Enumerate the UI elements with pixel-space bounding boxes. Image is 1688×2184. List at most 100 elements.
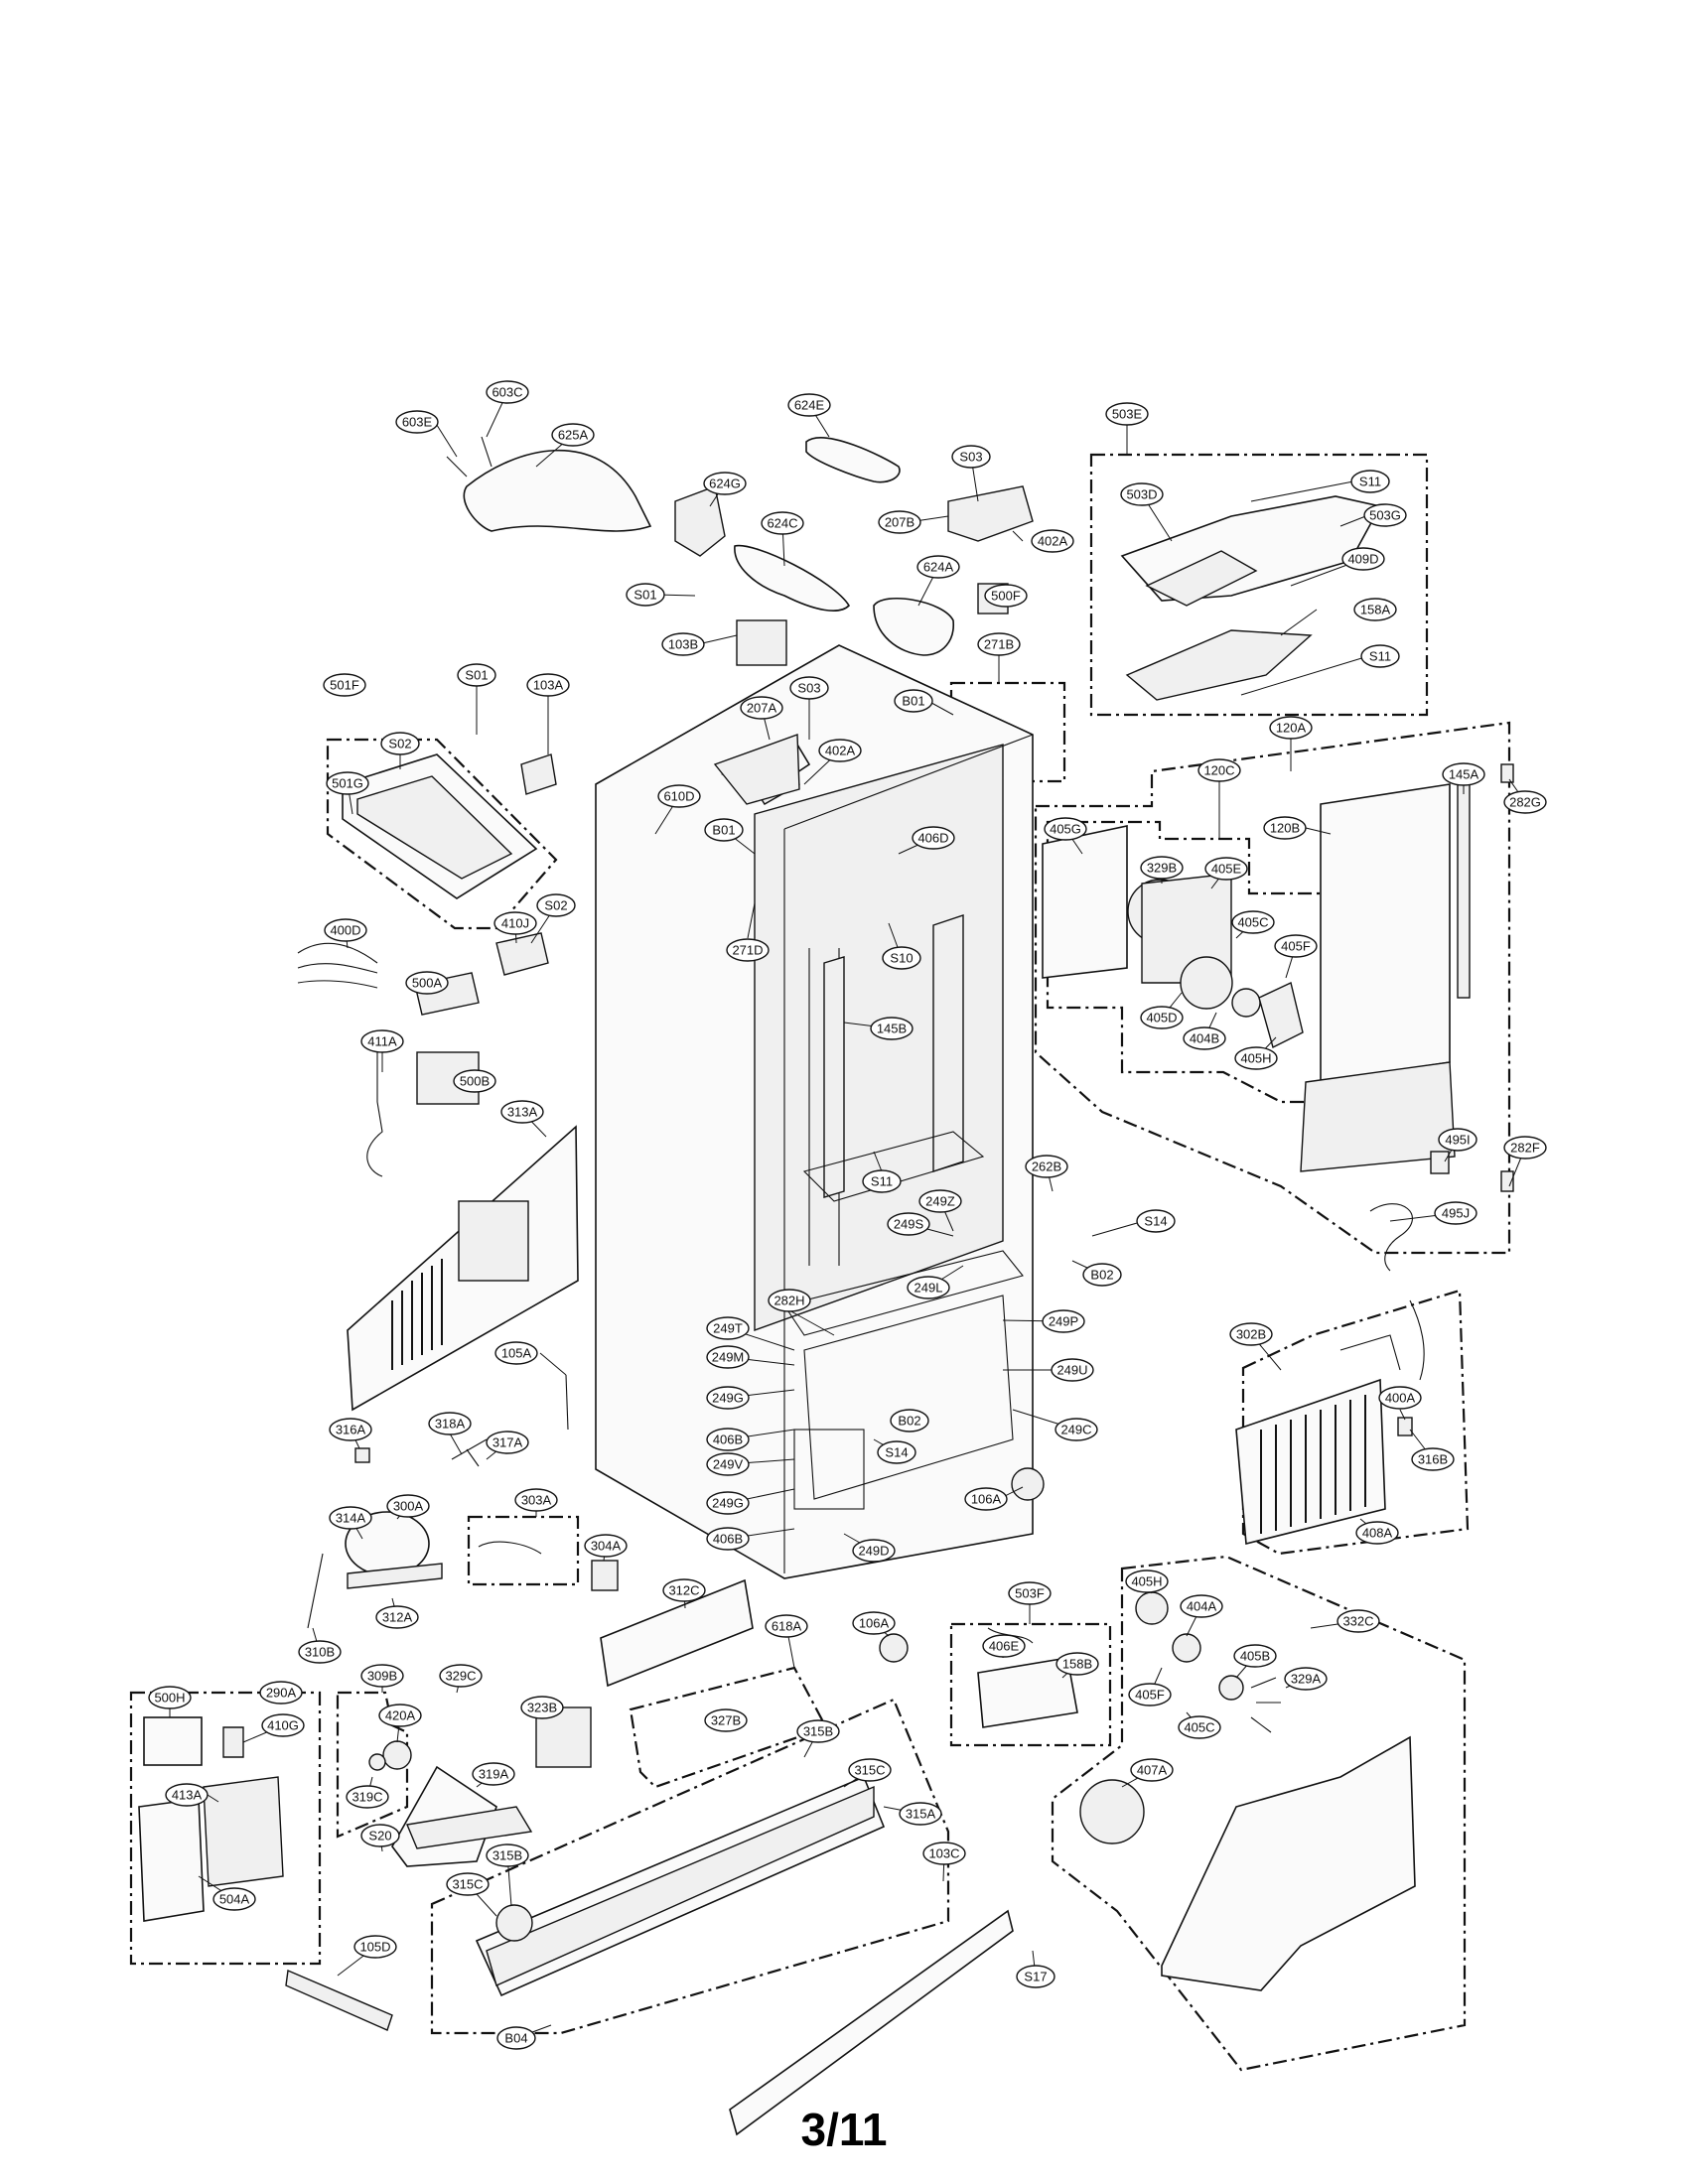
svg-text:420A: 420A (385, 1708, 416, 1723)
part-callout: 405C (1231, 910, 1275, 934)
ice-maker-parts (446, 436, 1382, 805)
part-callout: 316A (329, 1418, 372, 1441)
part-callout: 249M (706, 1345, 750, 1369)
part-callout: 315C (848, 1758, 892, 1782)
part-callout: B04 (496, 2026, 536, 2050)
svg-text:315A: 315A (906, 1807, 936, 1822)
svg-text:405C: 405C (1184, 1720, 1214, 1735)
svg-text:145B: 145B (877, 1022, 907, 1036)
part-callout: 501F (323, 673, 366, 697)
vent-slots-left (391, 1259, 443, 1370)
svg-text:603C: 603C (492, 385, 522, 400)
part-callout: S02 (380, 732, 420, 755)
part-callout: 309B (360, 1664, 404, 1688)
svg-text:310B: 310B (305, 1645, 335, 1660)
svg-text:404A: 404A (1187, 1599, 1217, 1614)
part-callout: 405H (1234, 1046, 1278, 1070)
part-callout: 300A (386, 1494, 430, 1518)
svg-text:249P: 249P (1049, 1314, 1078, 1329)
svg-text:S03: S03 (959, 450, 982, 465)
svg-text:405E: 405E (1211, 862, 1242, 877)
right-duct-assembly (1042, 763, 1514, 1272)
part-callout: 304A (584, 1534, 628, 1558)
svg-text:103A: 103A (533, 678, 564, 693)
refrigerator-cabinet (595, 644, 1034, 1579)
part-callout: 323B (520, 1696, 564, 1719)
svg-text:316B: 316B (1418, 1452, 1448, 1467)
svg-text:120A: 120A (1276, 721, 1307, 736)
svg-text:610D: 610D (663, 789, 694, 804)
part-callout: 282G (1503, 790, 1547, 814)
part-callout: 410G (261, 1713, 305, 1737)
part-callout: 329B (1140, 856, 1184, 880)
svg-text:315B: 315B (803, 1724, 833, 1739)
svg-text:271B: 271B (984, 637, 1014, 652)
part-callout: S02 (536, 893, 576, 917)
part-callout: 158B (1055, 1652, 1099, 1676)
svg-text:303A: 303A (521, 1493, 552, 1508)
group-315A (430, 1698, 950, 2035)
group-290A (129, 1691, 322, 1966)
svg-text:332C: 332C (1342, 1614, 1373, 1629)
part-callout: 303A (514, 1488, 558, 1512)
part-callout: 145A (1442, 762, 1485, 786)
svg-text:405F: 405F (1281, 939, 1311, 954)
svg-text:329A: 329A (1291, 1672, 1322, 1687)
part-callout: 120A (1269, 716, 1313, 740)
part-callout: 400A (1378, 1386, 1422, 1410)
part-callout: 105A (494, 1341, 538, 1365)
part-callout: 405G (1044, 817, 1087, 841)
svg-text:400D: 400D (330, 923, 360, 938)
part-callout: S03 (951, 445, 991, 469)
svg-text:290A: 290A (266, 1686, 297, 1701)
svg-text:249U: 249U (1056, 1363, 1087, 1378)
part-callout: 402A (1031, 529, 1074, 553)
part-callout: 500F (984, 584, 1028, 608)
svg-text:329B: 329B (1147, 861, 1177, 876)
part-callout: 410J (493, 911, 537, 935)
svg-text:624E: 624E (794, 398, 825, 413)
svg-text:249G: 249G (712, 1496, 744, 1511)
part-callout: 405C (1178, 1715, 1221, 1739)
svg-text:S14: S14 (885, 1445, 908, 1460)
svg-text:S10: S10 (890, 951, 913, 966)
part-callout: 624E (787, 393, 831, 417)
svg-text:300A: 300A (393, 1499, 424, 1514)
svg-text:249S: 249S (894, 1217, 924, 1232)
part-callout: 302B (1229, 1322, 1273, 1346)
svg-text:282F: 282F (1510, 1141, 1540, 1156)
svg-text:413A: 413A (172, 1788, 203, 1803)
svg-text:406D: 406D (917, 831, 948, 846)
part-callout: 495I (1438, 1128, 1477, 1152)
part-callout: S11 (1350, 470, 1390, 493)
part-callout: 409D (1341, 547, 1385, 571)
svg-text:S11: S11 (871, 1174, 893, 1189)
svg-text:S11: S11 (1359, 475, 1381, 489)
svg-text:404B: 404B (1190, 1031, 1219, 1046)
svg-text:120C: 120C (1203, 763, 1234, 778)
svg-text:406B: 406B (713, 1433, 743, 1447)
part-callout: 319C (346, 1785, 389, 1809)
part-callout: 262B (1025, 1155, 1068, 1178)
svg-text:318A: 318A (435, 1417, 466, 1432)
svg-text:400A: 400A (1385, 1391, 1416, 1406)
svg-text:316A: 316A (336, 1423, 366, 1437)
part-callout: 312C (662, 1578, 706, 1602)
part-callout: 315A (899, 1802, 942, 1826)
svg-text:405D: 405D (1146, 1011, 1177, 1025)
part-callout: 106A (852, 1611, 896, 1635)
part-callout: S01 (626, 583, 665, 607)
part-callout: 249T (706, 1316, 750, 1340)
part-callout: 282F (1503, 1136, 1547, 1160)
part-callout: S11 (1360, 644, 1400, 668)
svg-text:495I: 495I (1445, 1133, 1470, 1148)
part-callout: 103A (526, 673, 570, 697)
svg-text:S02: S02 (388, 737, 411, 751)
svg-text:271D: 271D (732, 943, 763, 958)
part-callout: 249U (1051, 1358, 1094, 1382)
part-callout: 329A (1284, 1667, 1328, 1691)
part-callout: 145B (870, 1017, 914, 1040)
part-callout: 310B (298, 1640, 342, 1664)
svg-text:319C: 319C (352, 1790, 382, 1805)
